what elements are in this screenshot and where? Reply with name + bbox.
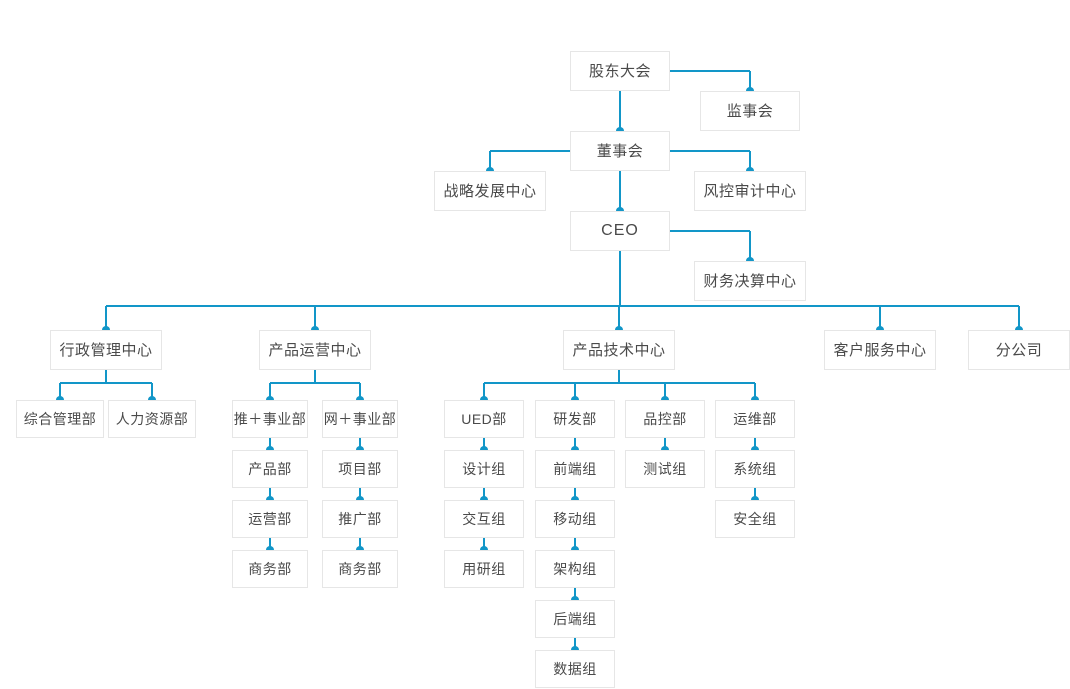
org-node-label: 网＋事业部 bbox=[323, 411, 397, 427]
org-node-generalmgmt[interactable]: 综合管理部 bbox=[16, 400, 104, 438]
org-node-operation[interactable]: 运营部 bbox=[232, 500, 308, 538]
org-node-interaction[interactable]: 交互组 bbox=[444, 500, 524, 538]
org-node-label: 项目部 bbox=[338, 461, 382, 477]
org-node-board[interactable]: 董事会 bbox=[570, 131, 670, 171]
org-node-label: 运维部 bbox=[733, 411, 777, 427]
org-node-ued[interactable]: UED部 bbox=[444, 400, 524, 438]
org-node-label: 交互组 bbox=[462, 511, 506, 527]
org-node-systeam[interactable]: 系统组 bbox=[715, 450, 795, 488]
org-node-ops[interactable]: 运维部 bbox=[715, 400, 795, 438]
org-node-label: 监事会 bbox=[726, 102, 774, 120]
org-node-rd[interactable]: 研发部 bbox=[535, 400, 615, 438]
org-node-label: 产品技术中心 bbox=[572, 341, 666, 359]
org-node-label: 人力资源部 bbox=[115, 411, 189, 427]
org-node-riskaudit[interactable]: 风控审计中心 bbox=[694, 171, 806, 211]
org-node-label: 推＋事业部 bbox=[233, 411, 307, 427]
org-node-qa[interactable]: 品控部 bbox=[625, 400, 705, 438]
org-node-label: 移动组 bbox=[553, 511, 597, 527]
org-node-datateam[interactable]: 数据组 bbox=[535, 650, 615, 688]
org-node-mobile[interactable]: 移动组 bbox=[535, 500, 615, 538]
org-node-label: 安全组 bbox=[733, 511, 777, 527]
org-node-label: 综合管理部 bbox=[23, 411, 97, 427]
org-node-label: 运营部 bbox=[248, 511, 292, 527]
org-node-label: 产品部 bbox=[248, 461, 292, 477]
org-node-prodops[interactable]: 产品运营中心 bbox=[259, 330, 371, 370]
org-node-prodtech[interactable]: 产品技术中心 bbox=[563, 330, 675, 370]
org-node-label: 后端组 bbox=[553, 611, 597, 627]
org-node-supervisory[interactable]: 监事会 bbox=[700, 91, 800, 131]
org-node-label: 设计组 bbox=[462, 461, 506, 477]
org-node-label: 产品运营中心 bbox=[268, 341, 362, 359]
org-node-label: 分公司 bbox=[995, 341, 1043, 359]
org-node-hr[interactable]: 人力资源部 bbox=[108, 400, 196, 438]
org-node-label: 战略发展中心 bbox=[443, 182, 537, 200]
org-node-label: 数据组 bbox=[553, 661, 597, 677]
org-node-label: 财务决算中心 bbox=[703, 272, 797, 290]
org-node-tuiplus[interactable]: 推＋事业部 bbox=[232, 400, 308, 438]
org-node-business2[interactable]: 商务部 bbox=[322, 550, 398, 588]
org-node-custserv[interactable]: 客户服务中心 bbox=[824, 330, 936, 370]
org-node-label: 客户服务中心 bbox=[833, 341, 927, 359]
org-node-strategy[interactable]: 战略发展中心 bbox=[434, 171, 546, 211]
org-node-finance[interactable]: 财务决算中心 bbox=[694, 261, 806, 301]
org-node-designteam[interactable]: 设计组 bbox=[444, 450, 524, 488]
org-node-shareholders[interactable]: 股东大会 bbox=[570, 51, 670, 91]
org-node-ceo[interactable]: CEO bbox=[570, 211, 670, 251]
org-node-label: 董事会 bbox=[596, 142, 644, 160]
org-node-label: 系统组 bbox=[733, 461, 777, 477]
org-node-frontend[interactable]: 前端组 bbox=[535, 450, 615, 488]
org-node-wangplus[interactable]: 网＋事业部 bbox=[322, 400, 398, 438]
org-node-security[interactable]: 安全组 bbox=[715, 500, 795, 538]
org-node-label: 行政管理中心 bbox=[59, 341, 153, 359]
org-node-product[interactable]: 产品部 bbox=[232, 450, 308, 488]
org-node-architecture[interactable]: 架构组 bbox=[535, 550, 615, 588]
org-node-label: 股东大会 bbox=[588, 62, 651, 80]
org-node-promotion[interactable]: 推广部 bbox=[322, 500, 398, 538]
org-node-admin[interactable]: 行政管理中心 bbox=[50, 330, 162, 370]
org-node-label: 风控审计中心 bbox=[703, 182, 797, 200]
org-node-backend[interactable]: 后端组 bbox=[535, 600, 615, 638]
org-node-label: 架构组 bbox=[553, 561, 597, 577]
org-node-label: UED部 bbox=[461, 411, 507, 427]
org-node-business1[interactable]: 商务部 bbox=[232, 550, 308, 588]
org-node-userresearch[interactable]: 用研组 bbox=[444, 550, 524, 588]
org-node-label: 研发部 bbox=[553, 411, 597, 427]
org-node-label: 商务部 bbox=[248, 561, 292, 577]
org-node-label: 推广部 bbox=[338, 511, 382, 527]
org-node-label: CEO bbox=[601, 222, 639, 239]
org-node-label: 前端组 bbox=[553, 461, 597, 477]
org-node-branch[interactable]: 分公司 bbox=[968, 330, 1070, 370]
org-node-label: 商务部 bbox=[338, 561, 382, 577]
org-node-project[interactable]: 项目部 bbox=[322, 450, 398, 488]
org-node-testteam[interactable]: 测试组 bbox=[625, 450, 705, 488]
org-node-label: 用研组 bbox=[462, 561, 506, 577]
org-node-label: 测试组 bbox=[643, 461, 687, 477]
org-node-label: 品控部 bbox=[643, 411, 687, 427]
